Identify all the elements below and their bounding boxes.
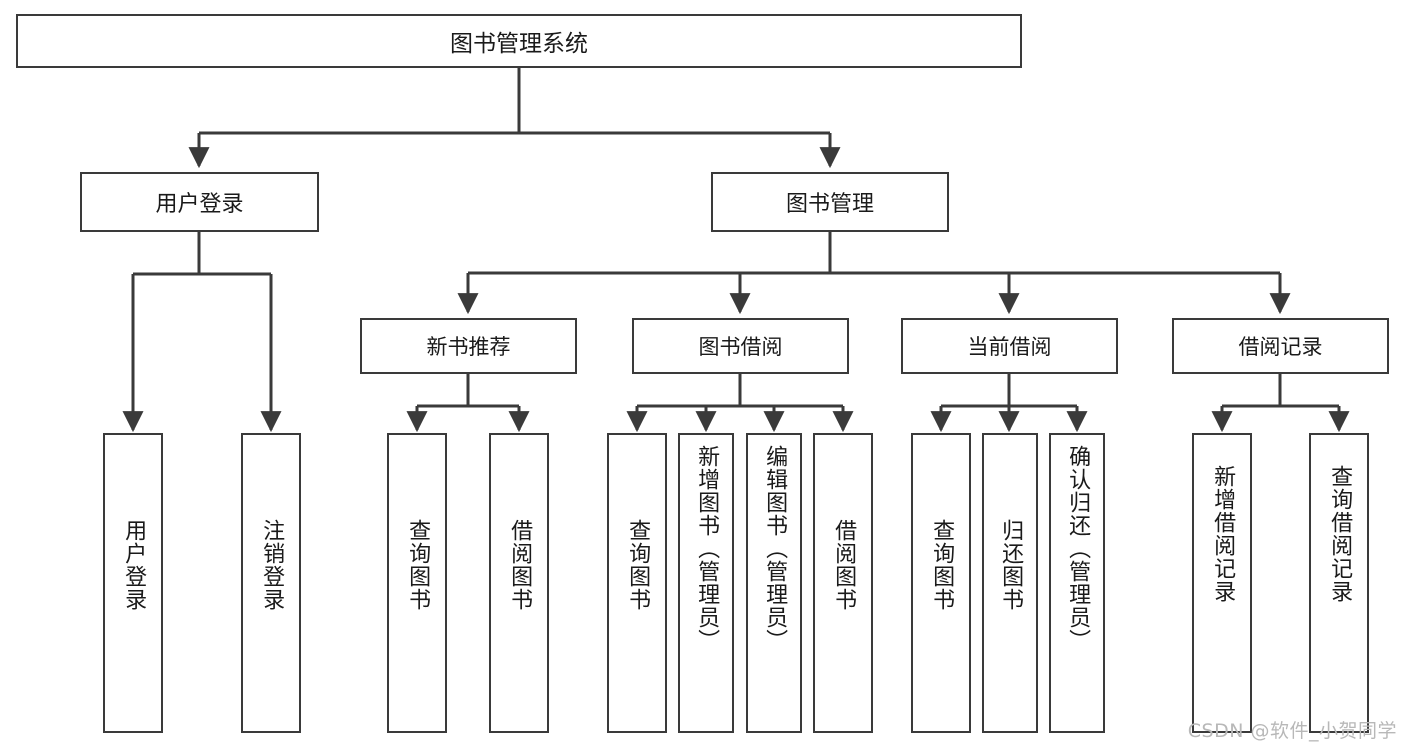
leaf-current-return-book[interactable]: 归还图书 (982, 433, 1038, 733)
leaf-user-login-signout[interactable]: 注销登录 (241, 433, 301, 733)
leaf-record-query-record[interactable]: 查询借阅记录 (1309, 433, 1369, 733)
leaf-borrow-edit-book[interactable]: 编辑图书（管理员） (746, 433, 802, 733)
leaf-borrow-borrow-book[interactable]: 借阅图书 (813, 433, 873, 733)
leaf-current-confirm-return[interactable]: 确认归还（管理员） (1049, 433, 1105, 733)
node-label: 当前借阅 (967, 335, 1052, 359)
node-label: 归还图书 (998, 519, 1024, 611)
node-current-borrow[interactable]: 当前借阅 (901, 318, 1118, 374)
leaf-borrow-query-book[interactable]: 查询图书 (607, 433, 667, 733)
node-label: 查询借阅记录 (1327, 465, 1353, 603)
node-new-book-recommend[interactable]: 新书推荐 (360, 318, 577, 374)
node-book-borrow[interactable]: 图书借阅 (632, 318, 849, 374)
node-label: 确认归还（管理员） (1065, 445, 1091, 652)
node-user-login[interactable]: 用户登录 (80, 172, 319, 232)
leaf-new-book-borrow[interactable]: 借阅图书 (489, 433, 549, 733)
leaf-new-book-query[interactable]: 查询图书 (387, 433, 447, 733)
node-label: 借阅图书 (507, 519, 533, 611)
node-label: 查询图书 (405, 519, 431, 611)
node-label: 查询图书 (625, 519, 651, 611)
node-book-management[interactable]: 图书管理 (711, 172, 949, 232)
leaf-record-add-record[interactable]: 新增借阅记录 (1192, 433, 1252, 733)
node-label: 借阅图书 (831, 519, 857, 611)
leaf-current-query-book[interactable]: 查询图书 (911, 433, 971, 733)
leaf-borrow-add-book[interactable]: 新增图书（管理员） (678, 433, 734, 733)
node-label: 新增图书（管理员） (694, 445, 720, 652)
node-label: 编辑图书（管理员） (762, 445, 788, 652)
node-label: 图书管理 (785, 192, 874, 217)
node-label: 新增借阅记录 (1210, 465, 1236, 603)
node-label: 查询图书 (929, 519, 955, 611)
leaf-user-login-signin[interactable]: 用户登录 (103, 433, 163, 733)
node-label: 用户登录 (155, 192, 244, 217)
node-label: 用户登录 (121, 519, 147, 611)
node-label: 新书推荐 (426, 335, 511, 359)
watermark-text: CSDN @软件_小贺同学 (1187, 720, 1397, 742)
node-label: 图书管理系统 (450, 31, 588, 57)
node-borrow-record[interactable]: 借阅记录 (1172, 318, 1389, 374)
node-label: 图书借阅 (698, 335, 783, 359)
node-label: 注销登录 (259, 519, 285, 611)
node-label: 借阅记录 (1238, 335, 1323, 359)
node-root-system[interactable]: 图书管理系统 (16, 14, 1022, 68)
